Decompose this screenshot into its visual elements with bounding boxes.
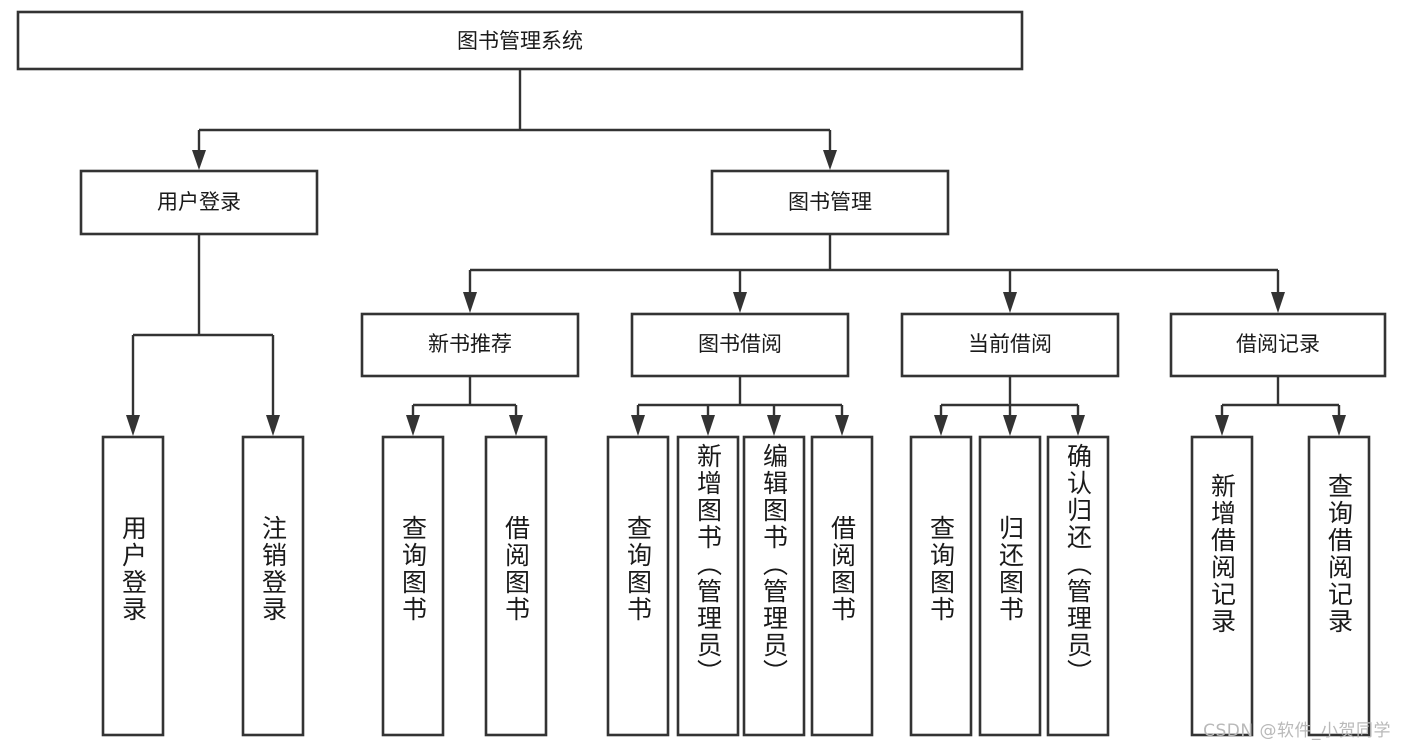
arrowhead-icon <box>1271 292 1285 313</box>
connector-borrow-record-to-leaves <box>1215 376 1346 436</box>
connector-book-borrow-to-leaves <box>631 376 849 436</box>
arrowhead-icon <box>767 415 781 436</box>
node-new-book-recommend-label: 新书推荐 <box>428 332 512 356</box>
node-root-label: 图书管理系统 <box>457 29 583 53</box>
arrowhead-icon <box>463 292 477 313</box>
arrowhead-icon <box>1003 292 1017 313</box>
node-borrow-record-box[interactable] <box>1169 312 1387 378</box>
arrowhead-icon <box>126 415 140 436</box>
node-leaf-query-record-box[interactable] <box>1307 435 1371 737</box>
watermark: CSDN @软件_小贺同学 <box>1203 721 1391 741</box>
arrowhead-icon <box>934 415 948 436</box>
node-leaf-borrow-book-2-box[interactable] <box>810 435 874 737</box>
node-borrow-record-label: 借阅记录 <box>1236 332 1320 356</box>
node-book-borrow-label: 图书借阅 <box>698 332 782 356</box>
node-book-manage[interactable]: 图书管理 <box>710 169 950 236</box>
node-leaf-confirm-return-box[interactable] <box>1046 435 1110 737</box>
node-new-book-recommend[interactable]: 新书推荐 <box>360 312 580 378</box>
arrowhead-icon <box>835 415 849 436</box>
node-leaf-borrow-book-1-box[interactable] <box>484 435 548 737</box>
node-leaf-return-book-box[interactable] <box>978 435 1042 737</box>
arrowhead-icon <box>1071 415 1085 436</box>
node-current-borrow-label: 当前借阅 <box>968 332 1052 356</box>
connector-current-borrow-to-leaves <box>934 376 1085 436</box>
arrowhead-icon <box>823 150 837 170</box>
arrowhead-icon <box>509 415 523 436</box>
node-leaf-user-logout-box[interactable] <box>241 435 305 737</box>
node-user-login-label: 用户登录 <box>157 190 241 214</box>
node-root-box[interactable] <box>16 10 1024 71</box>
node-book-borrow[interactable]: 图书借阅 <box>630 312 850 378</box>
node-leaf-add-record-box[interactable] <box>1190 435 1254 737</box>
node-leaf-user-login-box[interactable] <box>101 435 165 737</box>
arrowhead-icon <box>631 415 645 436</box>
node-current-borrow-box[interactable] <box>900 312 1120 378</box>
node-book-manage-label: 图书管理 <box>788 190 872 214</box>
connector-user-login-to-leaves <box>126 234 280 436</box>
arrowhead-icon <box>733 292 747 313</box>
arrowhead-icon <box>1215 415 1229 436</box>
arrowhead-icon <box>1003 415 1017 436</box>
arrowhead-icon <box>406 415 420 436</box>
node-current-borrow[interactable]: 当前借阅 <box>900 312 1120 378</box>
connector-root-to-level2 <box>192 69 837 170</box>
node-leaf-query-book-2-box[interactable] <box>606 435 670 737</box>
node-new-book-recommend-box[interactable] <box>360 312 580 378</box>
node-root[interactable]: 图书管理系统 <box>16 10 1024 71</box>
node-leaf-add-book-box[interactable] <box>676 435 740 737</box>
node-leaf-query-book-1-box[interactable] <box>381 435 445 737</box>
connector-book-manage-to-level3 <box>463 234 1285 313</box>
node-leaf-edit-book-box[interactable] <box>742 435 806 737</box>
node-book-manage-box[interactable] <box>710 169 950 236</box>
arrowhead-icon <box>1332 415 1346 436</box>
node-user-login[interactable]: 用户登录 <box>79 169 319 236</box>
arrowhead-icon <box>701 415 715 436</box>
arrowhead-icon <box>266 415 280 436</box>
connector-new-book-recommend-to-leaves <box>406 376 523 436</box>
arrowhead-icon <box>192 150 206 170</box>
node-user-login-box[interactable] <box>79 169 319 236</box>
node-book-borrow-box[interactable] <box>630 312 850 378</box>
node-leaf-query-book-3-box[interactable] <box>909 435 973 737</box>
node-borrow-record[interactable]: 借阅记录 <box>1169 312 1387 378</box>
